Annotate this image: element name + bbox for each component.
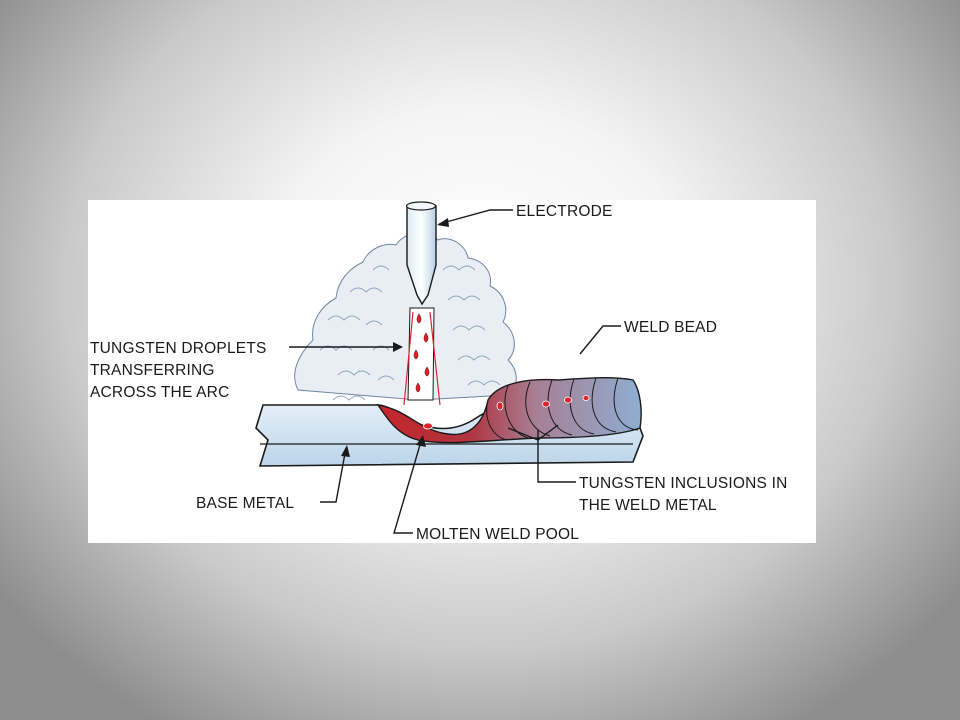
label-tungsten-droplets-line3: ACROSS THE ARC <box>90 384 229 401</box>
labels: ELECTRODE WELD BEAD TUNGSTEN DROPLETS TR… <box>90 203 788 543</box>
label-base-metal: BASE METAL <box>196 495 294 512</box>
label-tungsten-droplets-line1: TUNGSTEN DROPLETS <box>90 340 267 357</box>
label-molten-weld-pool: MOLTEN WELD POOL <box>416 526 579 543</box>
tungsten-droplets <box>413 313 430 393</box>
label-tungsten-droplets-line2: TRANSFERRING <box>90 362 215 379</box>
arc-column <box>403 307 441 406</box>
label-tungsten-inclusions-line1: TUNGSTEN INCLUSIONS IN <box>579 475 788 492</box>
weld-diagram-image: ELECTRODE WELD BEAD TUNGSTEN DROPLETS TR… <box>88 200 816 543</box>
label-electrode: ELECTRODE <box>516 203 613 220</box>
leader-lines <box>289 209 621 534</box>
shielding-gas-cloud <box>294 232 517 401</box>
tungsten-inclusions <box>423 395 590 430</box>
weld-diagram-svg: ELECTRODE WELD BEAD TUNGSTEN DROPLETS TR… <box>90 201 788 543</box>
weld-bead <box>376 376 642 444</box>
label-weld-bead: WELD BEAD <box>624 319 717 336</box>
label-tungsten-inclusions-line2: THE WELD METAL <box>579 497 717 514</box>
electrode <box>405 201 437 306</box>
